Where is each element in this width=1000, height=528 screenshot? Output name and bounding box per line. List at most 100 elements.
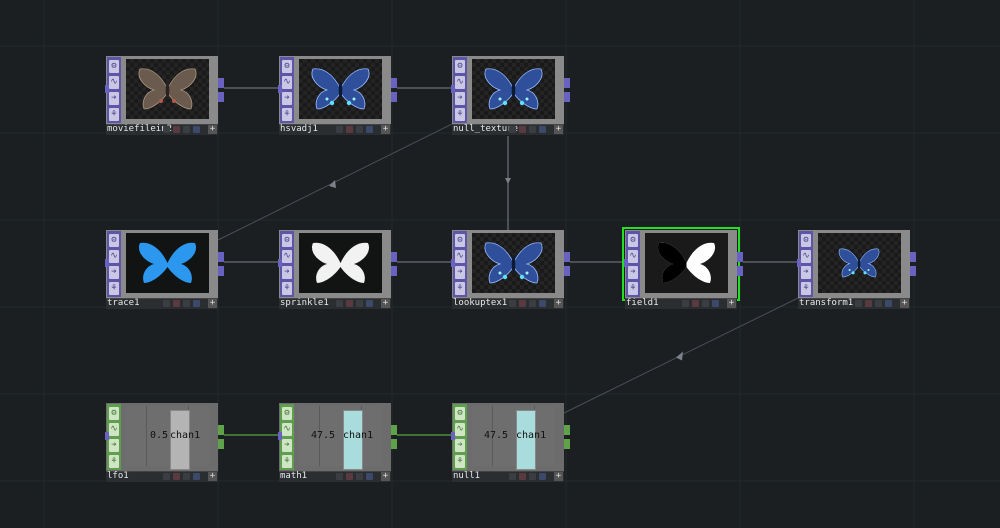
flag-icon[interactable] bbox=[163, 300, 170, 307]
wave-icon[interactable]: ∿ bbox=[282, 250, 292, 263]
node-label-bar[interactable]: field1 + bbox=[625, 298, 737, 309]
output-connector[interactable] bbox=[564, 425, 570, 435]
node-viewer-sprinkle1[interactable] bbox=[299, 233, 382, 293]
flag-icon[interactable] bbox=[193, 126, 200, 133]
output-connector[interactable] bbox=[910, 266, 916, 276]
flag-icon[interactable] bbox=[539, 126, 546, 133]
node-body[interactable]: ⚙∿➔⚘ 47.5 chan1 bbox=[452, 403, 564, 471]
input-connector[interactable] bbox=[278, 432, 282, 440]
node-viewer-null_texture[interactable] bbox=[472, 59, 555, 119]
node-body[interactable]: ⚙ ∿ ➔ ⚘ bbox=[279, 230, 391, 298]
node-name[interactable]: moviefilein2 bbox=[107, 124, 173, 134]
node-body[interactable]: ⚙∿➔⚘ bbox=[452, 56, 564, 124]
input-connector[interactable] bbox=[105, 432, 109, 440]
arrow-right-icon[interactable]: ➔ bbox=[109, 266, 119, 279]
gear-icon[interactable]: ⚙ bbox=[282, 234, 292, 247]
node-label-bar[interactable]: null_texture + bbox=[452, 124, 564, 135]
wave-icon[interactable]: ∿ bbox=[628, 250, 638, 263]
input-connector[interactable] bbox=[451, 259, 455, 267]
plus-icon[interactable]: + bbox=[554, 471, 563, 481]
node-label-bar[interactable]: math1 + bbox=[279, 471, 391, 482]
wave-icon[interactable]: ∿ bbox=[109, 250, 119, 263]
node-lookuptex1[interactable]: ⚙∿➔⚘ lookuptex1 + bbox=[451, 230, 570, 309]
output-connector[interactable] bbox=[391, 252, 397, 262]
node-body[interactable]: ⚙∿➔⚘ bbox=[279, 56, 391, 124]
node-body[interactable]: ⚙∿➔⚘ bbox=[452, 230, 564, 298]
flag-icon[interactable] bbox=[163, 473, 170, 480]
pin-icon[interactable]: ⚘ bbox=[455, 455, 465, 468]
output-connector[interactable] bbox=[910, 252, 916, 262]
node-viewer-transform1[interactable] bbox=[818, 233, 901, 293]
output-connector[interactable] bbox=[564, 252, 570, 262]
node-name[interactable]: sprinkle1 bbox=[280, 298, 329, 308]
node-hsvadj1[interactable]: ⚙∿➔⚘ hsvadj1 + bbox=[278, 56, 397, 135]
flag-icon[interactable] bbox=[529, 473, 536, 480]
node-label-bar[interactable]: lfo1 + bbox=[106, 471, 218, 482]
plus-icon[interactable]: + bbox=[381, 471, 390, 481]
node-viewer-trace1[interactable] bbox=[126, 233, 209, 293]
channel-viewer-null1[interactable]: 47.5 chan1 bbox=[472, 406, 555, 470]
arrow-right-icon[interactable]: ➔ bbox=[282, 266, 292, 279]
flag-icon[interactable] bbox=[712, 300, 719, 307]
node-trace1[interactable]: ⚙∿➔⚘ trace1 + bbox=[105, 230, 224, 309]
output-connector[interactable] bbox=[391, 78, 397, 88]
flag-icon[interactable] bbox=[865, 300, 872, 307]
wave-icon[interactable]: ∿ bbox=[282, 423, 292, 436]
flag-icon[interactable] bbox=[173, 126, 180, 133]
flag-icon[interactable] bbox=[163, 126, 170, 133]
arrow-right-icon[interactable]: ➔ bbox=[801, 266, 811, 279]
output-connector[interactable] bbox=[564, 439, 570, 449]
node-name[interactable]: transform1 bbox=[799, 298, 854, 308]
node-null_texture[interactable]: ⚙∿➔⚘ null_texture + bbox=[451, 56, 570, 135]
flag-icon[interactable] bbox=[682, 300, 689, 307]
node-body[interactable]: ⚙∿➔⚘ 47.5 chan1 bbox=[279, 403, 391, 471]
node-null1[interactable]: ⚙∿➔⚘ 47.5 chan1 null1 + bbox=[451, 403, 570, 482]
plus-icon[interactable]: + bbox=[727, 298, 736, 308]
input-connector[interactable] bbox=[278, 259, 282, 267]
node-name[interactable]: hsvadj1 bbox=[280, 124, 318, 134]
output-connector[interactable] bbox=[218, 252, 224, 262]
pin-icon[interactable]: ⚘ bbox=[282, 282, 292, 295]
flag-icon[interactable] bbox=[529, 126, 536, 133]
flag-icon[interactable] bbox=[509, 126, 516, 133]
node-body[interactable]: ⚙∿➔⚘ bbox=[106, 56, 218, 124]
output-connector[interactable] bbox=[391, 439, 397, 449]
flag-icon[interactable] bbox=[539, 300, 546, 307]
output-connector[interactable] bbox=[218, 425, 224, 435]
plus-icon[interactable]: + bbox=[900, 298, 909, 308]
node-math1[interactable]: ⚙∿➔⚘ 47.5 chan1 math1 + bbox=[278, 403, 397, 482]
wave-icon[interactable]: ∿ bbox=[801, 250, 811, 263]
flag-icon[interactable] bbox=[366, 126, 373, 133]
wave-icon[interactable]: ∿ bbox=[455, 250, 465, 263]
flag-icon[interactable] bbox=[519, 300, 526, 307]
input-connector[interactable] bbox=[451, 432, 455, 440]
flag-icon[interactable] bbox=[855, 300, 862, 307]
flag-icon[interactable] bbox=[356, 126, 363, 133]
node-body[interactable]: ⚙∿➔⚘ 0.5 chan1 bbox=[106, 403, 218, 471]
node-viewer-field1[interactable] bbox=[645, 233, 728, 293]
arrow-right-icon[interactable]: ➔ bbox=[455, 266, 465, 279]
flag-icon[interactable] bbox=[519, 126, 526, 133]
node-lfo1[interactable]: ⚙∿➔⚘ 0.5 chan1 lfo1 + bbox=[105, 403, 224, 482]
flag-icon[interactable] bbox=[702, 300, 709, 307]
flag-icon[interactable] bbox=[509, 473, 516, 480]
node-name[interactable]: null_texture bbox=[453, 124, 519, 134]
pin-icon[interactable]: ⚘ bbox=[109, 455, 119, 468]
node-label-bar[interactable]: sprinkle1 + bbox=[279, 298, 391, 309]
output-connector[interactable] bbox=[564, 266, 570, 276]
flag-icon[interactable] bbox=[346, 473, 353, 480]
input-connector[interactable] bbox=[624, 259, 628, 267]
node-name[interactable]: null1 bbox=[453, 471, 481, 481]
gear-icon[interactable]: ⚙ bbox=[801, 234, 811, 247]
wave-icon[interactable]: ∿ bbox=[109, 423, 119, 436]
node-name[interactable]: field1 bbox=[626, 298, 659, 308]
output-connector[interactable] bbox=[218, 266, 224, 276]
pin-icon[interactable]: ⚘ bbox=[282, 108, 292, 121]
channel-viewer-lfo1[interactable]: 0.5 chan1 bbox=[126, 406, 209, 470]
output-connector[interactable] bbox=[737, 266, 743, 276]
flag-icon[interactable] bbox=[336, 126, 343, 133]
gear-icon[interactable]: ⚙ bbox=[282, 407, 292, 420]
node-label-bar[interactable]: hsvadj1 + bbox=[279, 124, 391, 135]
node-moviefilein2[interactable]: ⚙∿➔⚘ moviefilein2 + bbox=[105, 56, 224, 135]
wave-icon[interactable]: ∿ bbox=[455, 423, 465, 436]
